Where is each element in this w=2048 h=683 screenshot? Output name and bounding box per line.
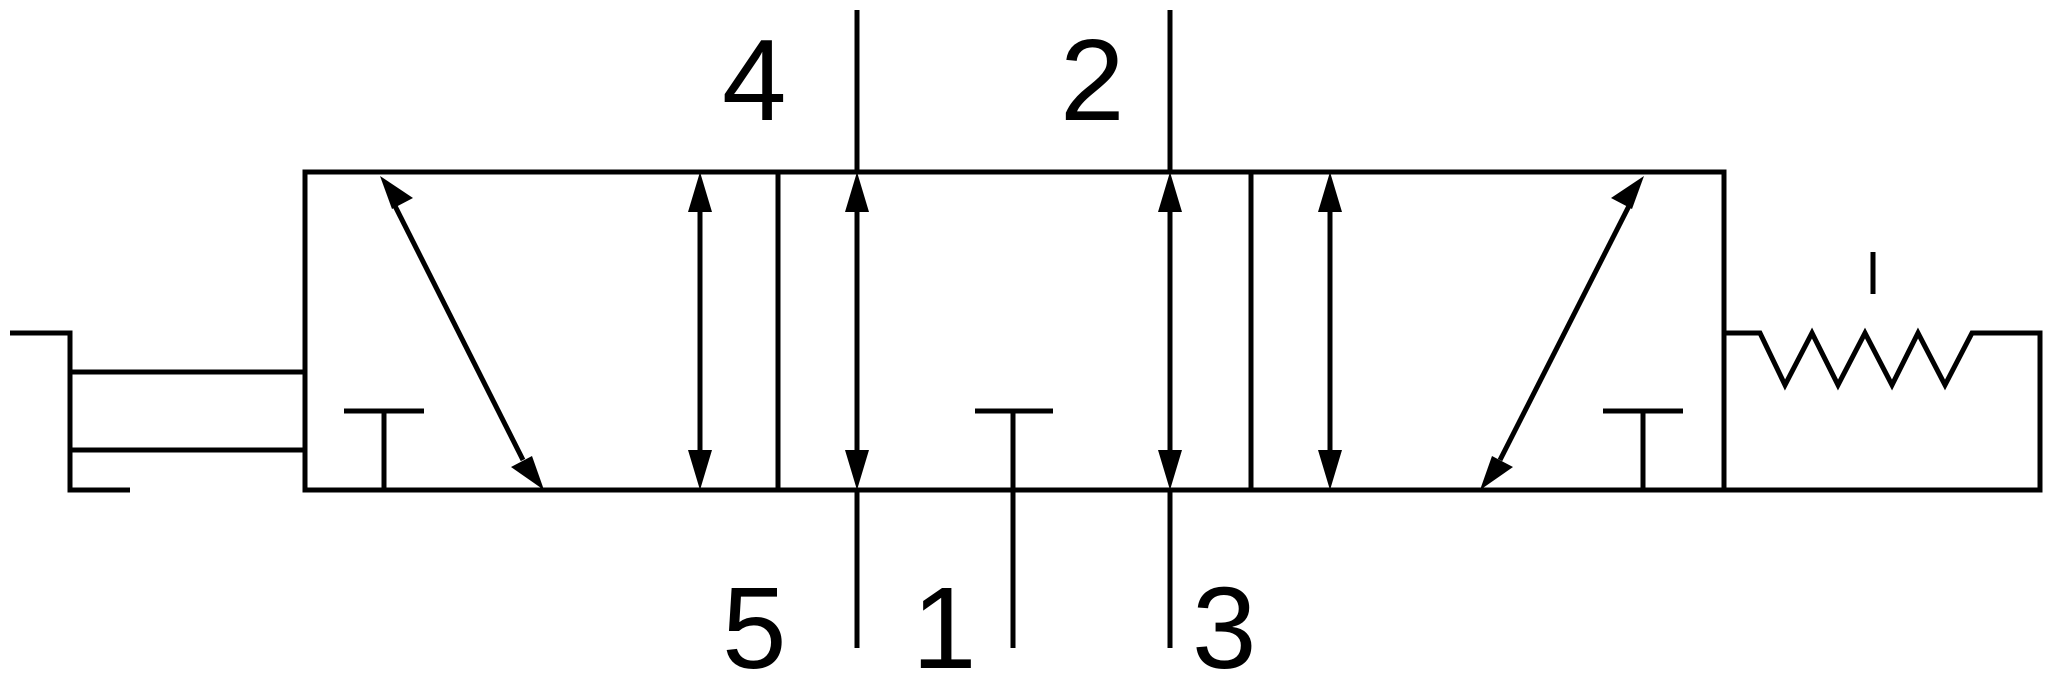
flow-diagonal-right (1497, 198, 1635, 462)
left-position-flows (344, 172, 712, 490)
right-position-flows (1318, 172, 1683, 490)
arrowhead (1480, 456, 1513, 490)
arrowhead (845, 172, 869, 212)
port-label-1: 1 (912, 563, 977, 683)
port-label-2: 2 (1060, 15, 1125, 145)
arrowhead (1158, 450, 1182, 490)
arrowhead (1318, 450, 1342, 490)
port-label-3: 3 (1192, 563, 1257, 683)
arrowhead (380, 176, 413, 209)
arrowhead (1611, 176, 1644, 209)
left-actuator (10, 330, 305, 493)
arrowhead (688, 172, 712, 212)
port-labels: 4 2 5 1 3 (722, 15, 1257, 683)
actuator-bracket (10, 330, 130, 493)
port-label-4: 4 (722, 15, 787, 145)
flow-diagonal-left (389, 198, 526, 462)
center-position-flows (845, 172, 1182, 490)
arrowhead (1158, 172, 1182, 212)
position-box-right (1248, 169, 1727, 493)
arrowhead (511, 456, 544, 490)
spring-housing (1724, 327, 2043, 493)
arrowhead (688, 450, 712, 490)
arrowhead (1318, 172, 1342, 212)
port-label-5: 5 (722, 563, 787, 683)
position-box-left (302, 169, 781, 493)
arrowhead (845, 450, 869, 490)
right-actuator-spring (1724, 252, 2043, 493)
port-lines (854, 10, 1173, 648)
